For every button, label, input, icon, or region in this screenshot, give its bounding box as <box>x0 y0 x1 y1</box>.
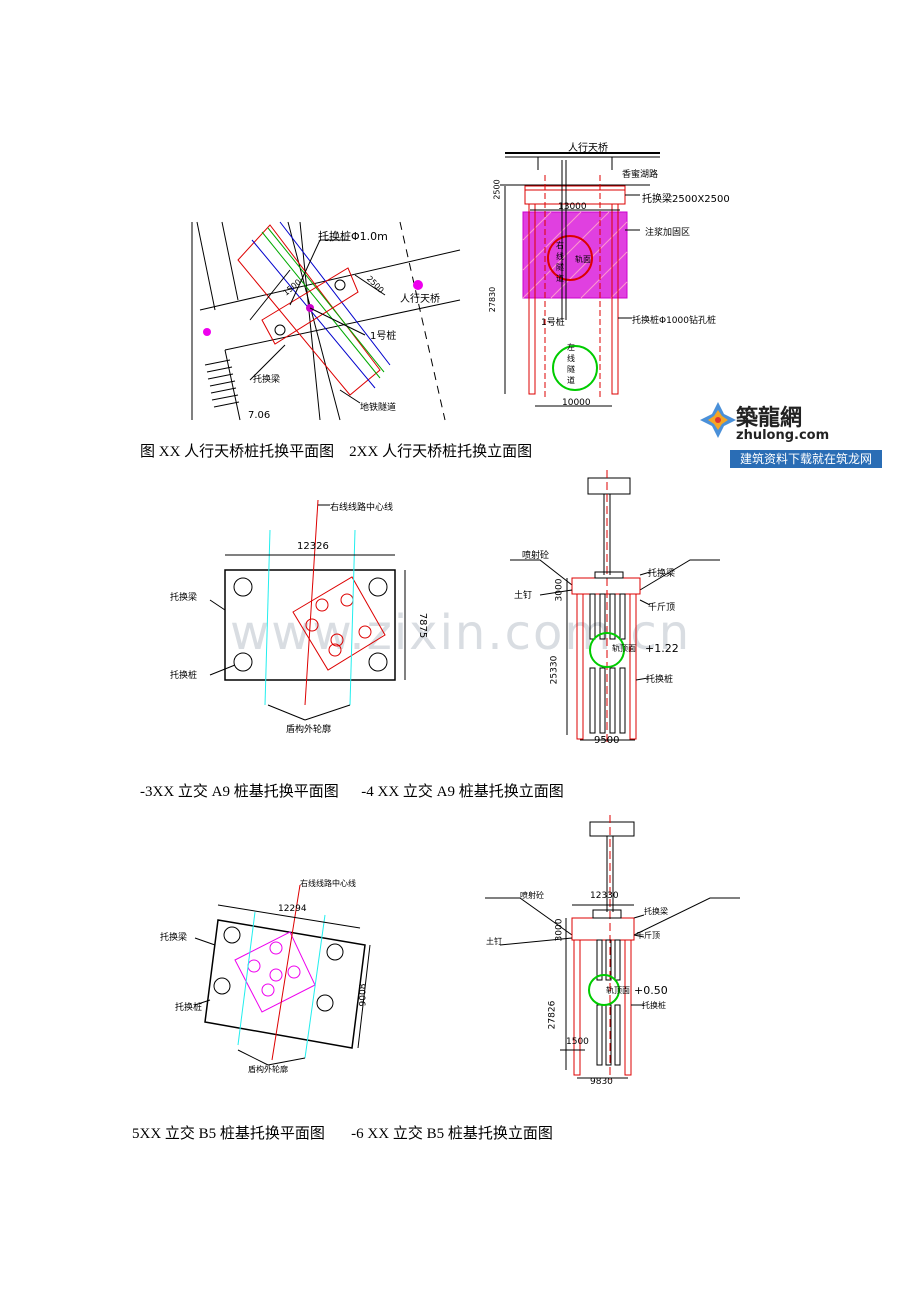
d6-nail: 土钉 <box>486 937 502 946</box>
d6-shotcrete: 喷射砼 <box>520 891 544 900</box>
d5-shield: 盾构外轮廓 <box>248 1065 288 1074</box>
d2-pile1: 1号桩 <box>541 318 565 328</box>
d4-width: 9500 <box>594 735 620 746</box>
d6-dim27826: 27826 <box>547 1000 558 1030</box>
d2-grout: 注浆加固区 <box>645 228 691 238</box>
d3-centerline: 右线线路中心线 <box>330 503 394 513</box>
d2-bridge: 人行天桥 <box>568 143 608 154</box>
d1-tunnel: 地铁隧道 <box>360 403 397 413</box>
d4-elev: +1.22 <box>645 642 679 655</box>
d5-pile: 托换桩 <box>175 1003 203 1013</box>
logo-slogan: 建筑资料下载就在筑龙网 <box>730 450 882 468</box>
d6-dim1500: 1500 <box>566 1037 589 1047</box>
d2-width-bottom: 10000 <box>562 398 591 408</box>
logo-name: 築龍網 <box>736 406 803 431</box>
d3-beam: 托换梁 <box>170 593 198 603</box>
d2-left-tunnel: 左线隧道 <box>567 343 575 385</box>
d5-width: 12294 <box>278 904 307 914</box>
d6-beam: 托换梁 <box>644 907 668 916</box>
d1-pile-label: 托换桩Φ1.0m <box>318 230 388 243</box>
caption-fig3: 5XX 立交 B5 桩基托换平面图 -6 XX 立交 B5 桩基托换立面图 <box>132 1126 553 1142</box>
d6-width: 9830 <box>590 1077 613 1087</box>
d4-nail: 土钉 <box>514 591 533 601</box>
d6-elev: +0.50 <box>634 984 668 997</box>
d6-dim3000: 3000 <box>554 918 565 942</box>
d4-beam: 托换梁 <box>648 569 676 579</box>
d2-width-top: 13000 <box>558 202 587 212</box>
d1-bridge: 人行天桥 <box>400 294 440 305</box>
d2-pile: 托换桩Φ1000钻孔桩 <box>632 316 716 326</box>
d5-centerline: 右线线路中心线 <box>300 879 356 888</box>
d1-num: 7.06 <box>248 410 271 421</box>
caption-fig1: 图 XX 人行天桥桩托换平面图 2XX 人行天桥桩托换立面图 <box>140 444 533 460</box>
d1-pile1: 1号桩 <box>370 331 397 342</box>
d3-shield: 盾构外轮廓 <box>286 725 332 735</box>
d2-rail: 轨面 <box>575 255 591 264</box>
d6-jack: 千斤顶 <box>636 931 660 940</box>
d4-rail: 轨顶面 <box>612 644 636 653</box>
d3-width: 12326 <box>297 541 329 552</box>
d6-rail: 轨顶面 <box>606 986 630 995</box>
caption-fig2: -3XX 立交 A9 桩基托换平面图 -4 XX 立交 A9 桩基托换立面图 <box>140 784 564 800</box>
d4-shotcrete: 喷射砼 <box>522 551 550 561</box>
logo-url: zhulong.com <box>736 428 830 443</box>
d5-beam: 托换梁 <box>160 933 188 943</box>
d2-beam: 托换梁2500X2500 <box>642 194 730 205</box>
d1-beam: 托换梁 <box>253 375 281 385</box>
d2-road: 香蜜湖路 <box>622 170 659 180</box>
d6-pile: 托换桩 <box>642 1001 666 1010</box>
d6-width-top: 12330 <box>590 891 619 901</box>
d2-right-tunnel: 右线隧道 <box>556 241 564 283</box>
d4-pile: 托换桩 <box>646 675 674 685</box>
d4-jack: 千斤顶 <box>648 603 676 613</box>
d3-pile: 托换桩 <box>170 671 198 681</box>
